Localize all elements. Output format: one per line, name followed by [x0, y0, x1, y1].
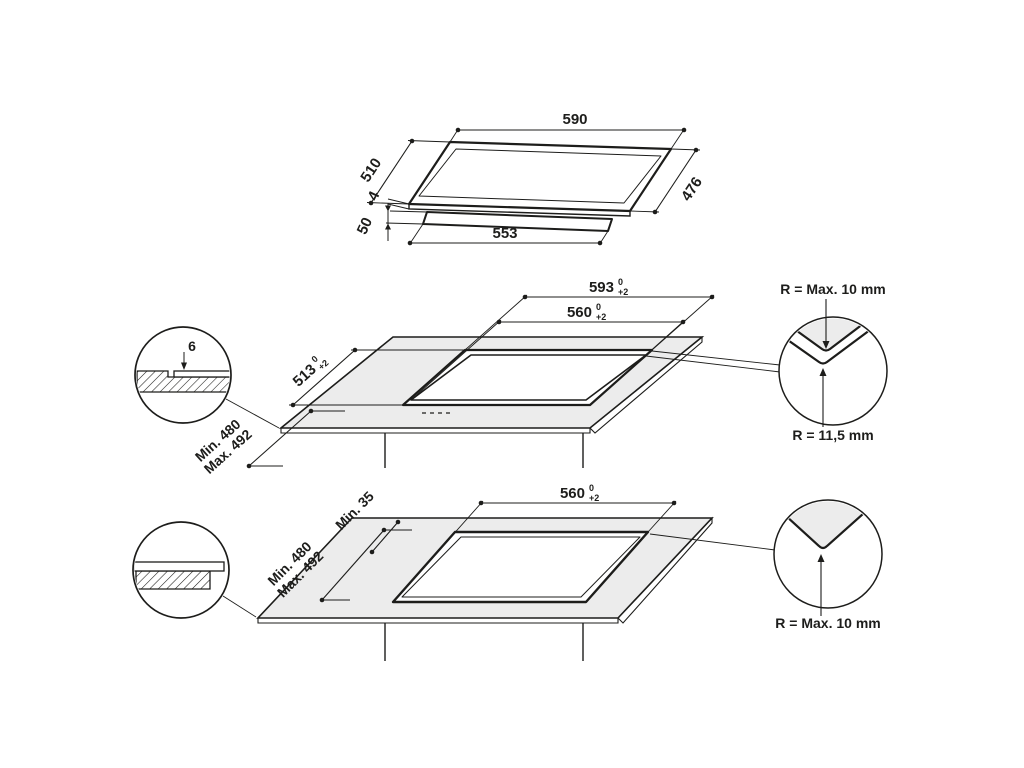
cutout-corner-edge — [780, 320, 883, 365]
hob-rim-plate — [173, 370, 230, 378]
flush-corner-detail: R = Max. 10 mm R = 11,5 mm — [778, 281, 888, 443]
dim-label-560-overlay-tol-bottom: +2 — [589, 493, 599, 503]
overlay-installation-view: 560 0 +2 Min. 35 Min. 480 Max. 492 — [132, 483, 883, 661]
radius-top-label: R = Max. 10 mm — [780, 281, 885, 297]
dim-line-513 — [292, 349, 356, 406]
hob-glass-inner-line — [418, 148, 662, 204]
cutout-corner-edge-2 — [775, 501, 881, 550]
counter-section-overlay — [135, 570, 211, 590]
rebate-depth-label: 6 — [188, 338, 196, 354]
dim-label-513-tol-top: 0 — [310, 354, 320, 365]
rebate-corner-edge — [780, 318, 885, 352]
dim-label-560-flush: 560 — [567, 304, 592, 321]
dim-line-clearance — [371, 521, 399, 553]
overlay-cutout-inner-line — [401, 536, 641, 598]
dim-label-593-tol-top: 0 — [618, 277, 623, 287]
flush-edge-detail: 6 — [134, 326, 232, 424]
dim-label-593-tol-bottom: +2 — [618, 287, 628, 297]
dim-label-560-flush-tol-top: 0 — [596, 302, 601, 312]
dim-label-510: 510 — [357, 155, 385, 185]
dim-label-50: 50 — [354, 215, 376, 237]
dim-label-4: 4 — [364, 188, 383, 203]
dim-line-510 — [370, 140, 413, 204]
flush-cutout-inner — [410, 354, 647, 401]
counter-surface-corner — [780, 318, 884, 352]
dim-line-cabinet-overlay — [321, 529, 385, 601]
overlay-edge-detail — [132, 521, 230, 619]
dim-line-cabinet-flush — [248, 410, 312, 467]
dim-label-476: 476 — [678, 174, 706, 204]
dim-label-560-flush-tol-bottom: +2 — [596, 312, 606, 322]
dim-label-590: 590 — [562, 111, 587, 128]
dim-label-560-overlay-tol-top: 0 — [589, 483, 594, 493]
dim-label-553: 553 — [492, 225, 517, 242]
radius-overlay-label: R = Max. 10 mm — [775, 615, 880, 631]
dim-label-593: 593 — [589, 279, 614, 296]
dim-label-560-overlay: 560 — [560, 485, 585, 502]
flush-installation-view: 593 0 +2 560 0 +2 513 0 +2 Min. 480 Max.… — [134, 277, 888, 477]
overlay-corner-detail: R = Max. 10 mm — [773, 499, 883, 631]
radius-bottom-label: R = 11,5 mm — [792, 427, 873, 443]
hob-isometric-view: 590 510 476 4 50 — [354, 111, 706, 246]
dim-line-476 — [654, 149, 697, 213]
hob-rim-plate-overlay — [134, 561, 225, 572]
